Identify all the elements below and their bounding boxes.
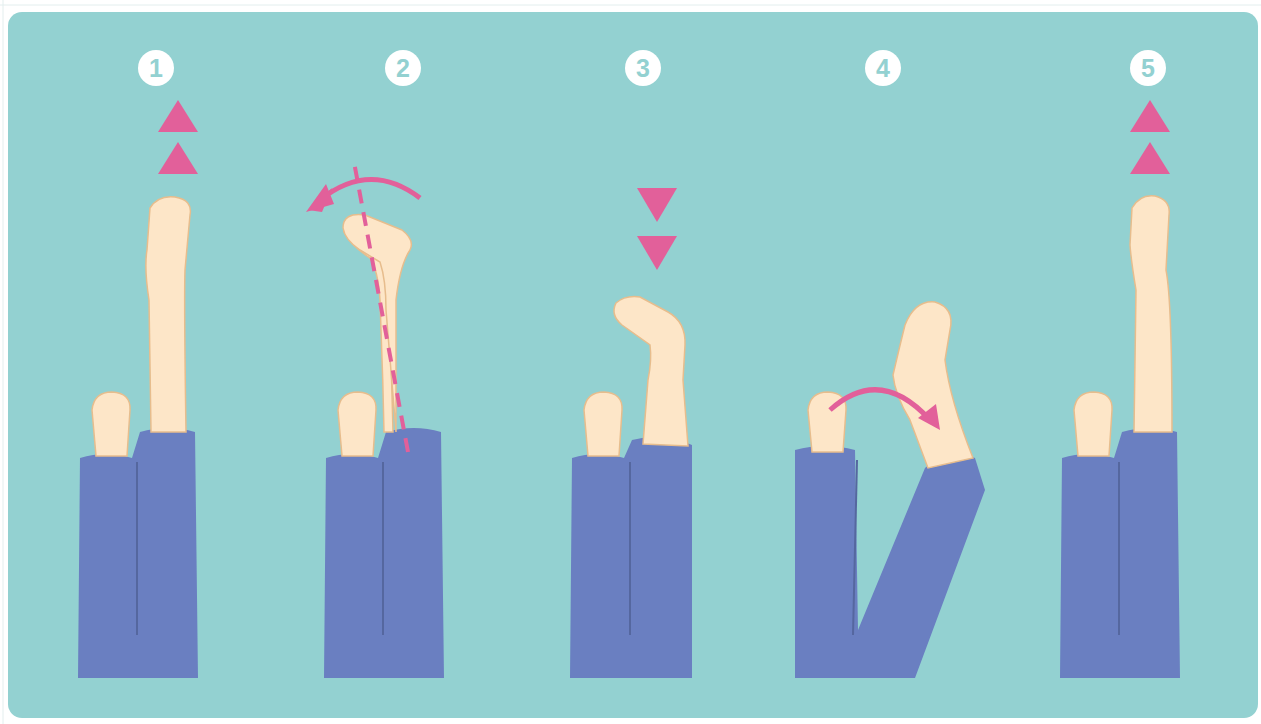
legs-step-1 (78, 100, 198, 678)
legs-step-4 (795, 302, 985, 678)
step-number: 2 (396, 56, 410, 81)
legs-step-2 (306, 162, 444, 678)
step-number: 3 (636, 56, 650, 81)
step-number: 5 (1141, 56, 1155, 81)
background-panel (8, 12, 1258, 718)
legs-step-3 (570, 188, 692, 678)
step-number-circle: 1 (138, 50, 174, 86)
step-number-circle: 2 (385, 50, 421, 86)
step-number-circle: 3 (625, 50, 661, 86)
step-number: 1 (149, 56, 163, 81)
step-number-circle: 4 (865, 50, 901, 86)
step-number-circle: 5 (1130, 50, 1166, 86)
legs-step-5 (1060, 100, 1180, 678)
step-number: 4 (876, 56, 890, 81)
